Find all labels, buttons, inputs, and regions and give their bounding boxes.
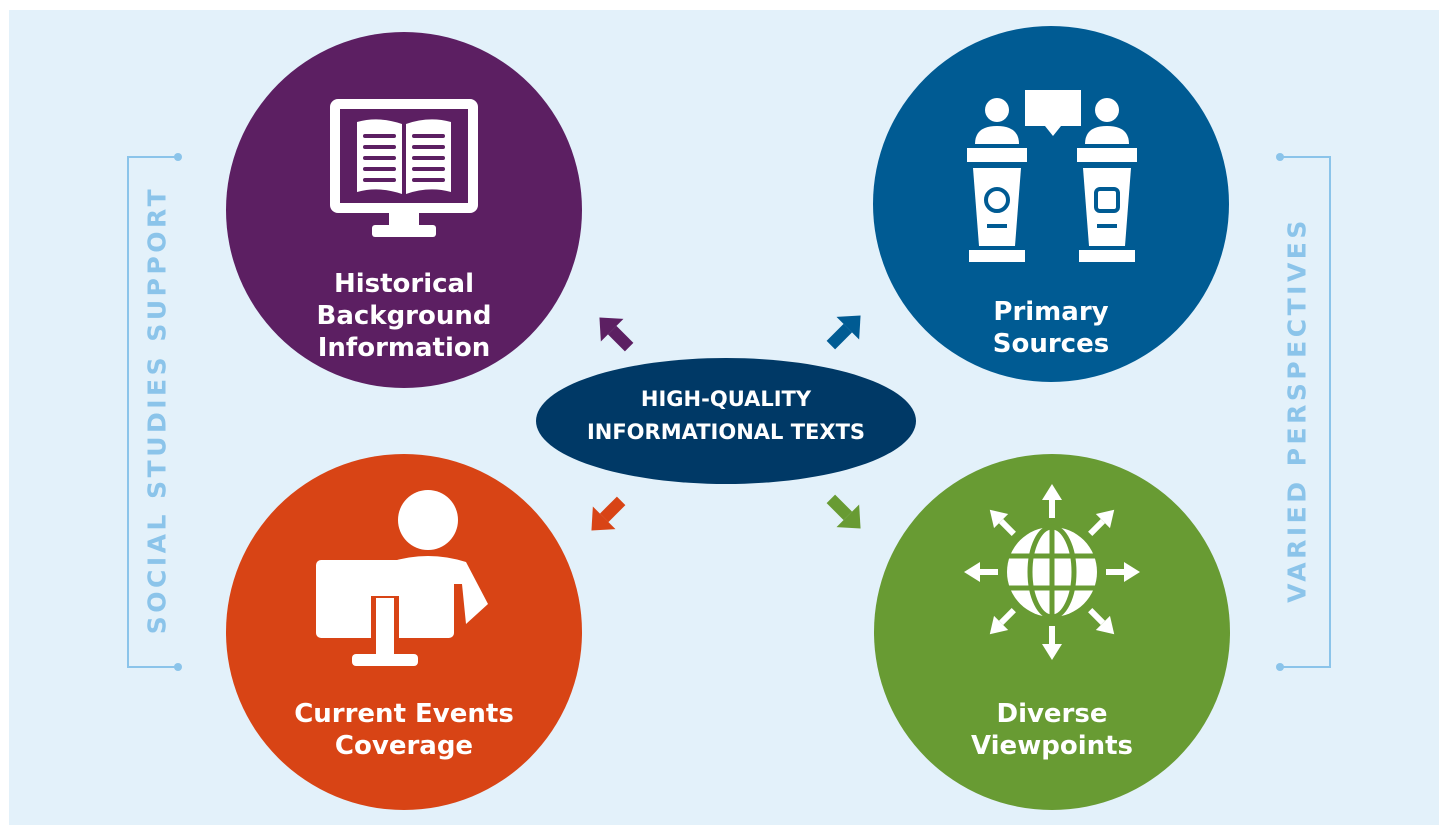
current-events-circle: Current Events Coverage: [226, 454, 582, 810]
current-events-label: Current Events Coverage: [294, 699, 514, 761]
arrow-to-diverse: [826, 494, 861, 529]
center-ellipse: HIGH-QUALITY INFORMATIONAL TEXTS: [536, 358, 916, 484]
arrow-to-historical: [599, 317, 634, 352]
diverse-viewpoints-label: Diverse Viewpoints: [970, 699, 1134, 761]
monitor-book-icon: [330, 99, 478, 237]
center-label: HIGH-QUALITY INFORMATIONAL TEXTS: [586, 387, 866, 444]
arrow-to-primary: [826, 315, 861, 350]
podiums-speech-icon: [967, 90, 1137, 262]
globe-arrows-icon: [964, 484, 1140, 660]
primary-sources-label: Primary Sources: [992, 297, 1110, 359]
primary-sources-circle: Primary Sources: [873, 26, 1229, 382]
historical-background-circle: Historical Background Information: [226, 32, 582, 388]
diverse-viewpoints-circle: Diverse Viewpoints: [874, 454, 1230, 810]
left-bracket: [127, 153, 182, 671]
social-studies-support-label: SOCIAL STUDIES SUPPORT: [142, 185, 172, 635]
historical-background-label: Historical Background Information: [316, 269, 492, 363]
person-computer-icon: [316, 490, 488, 666]
arrow-to-current: [591, 496, 626, 531]
right-bracket: [1276, 153, 1331, 671]
varied-perspectives-label: VARIED PERSPECTIVES: [1282, 217, 1312, 603]
